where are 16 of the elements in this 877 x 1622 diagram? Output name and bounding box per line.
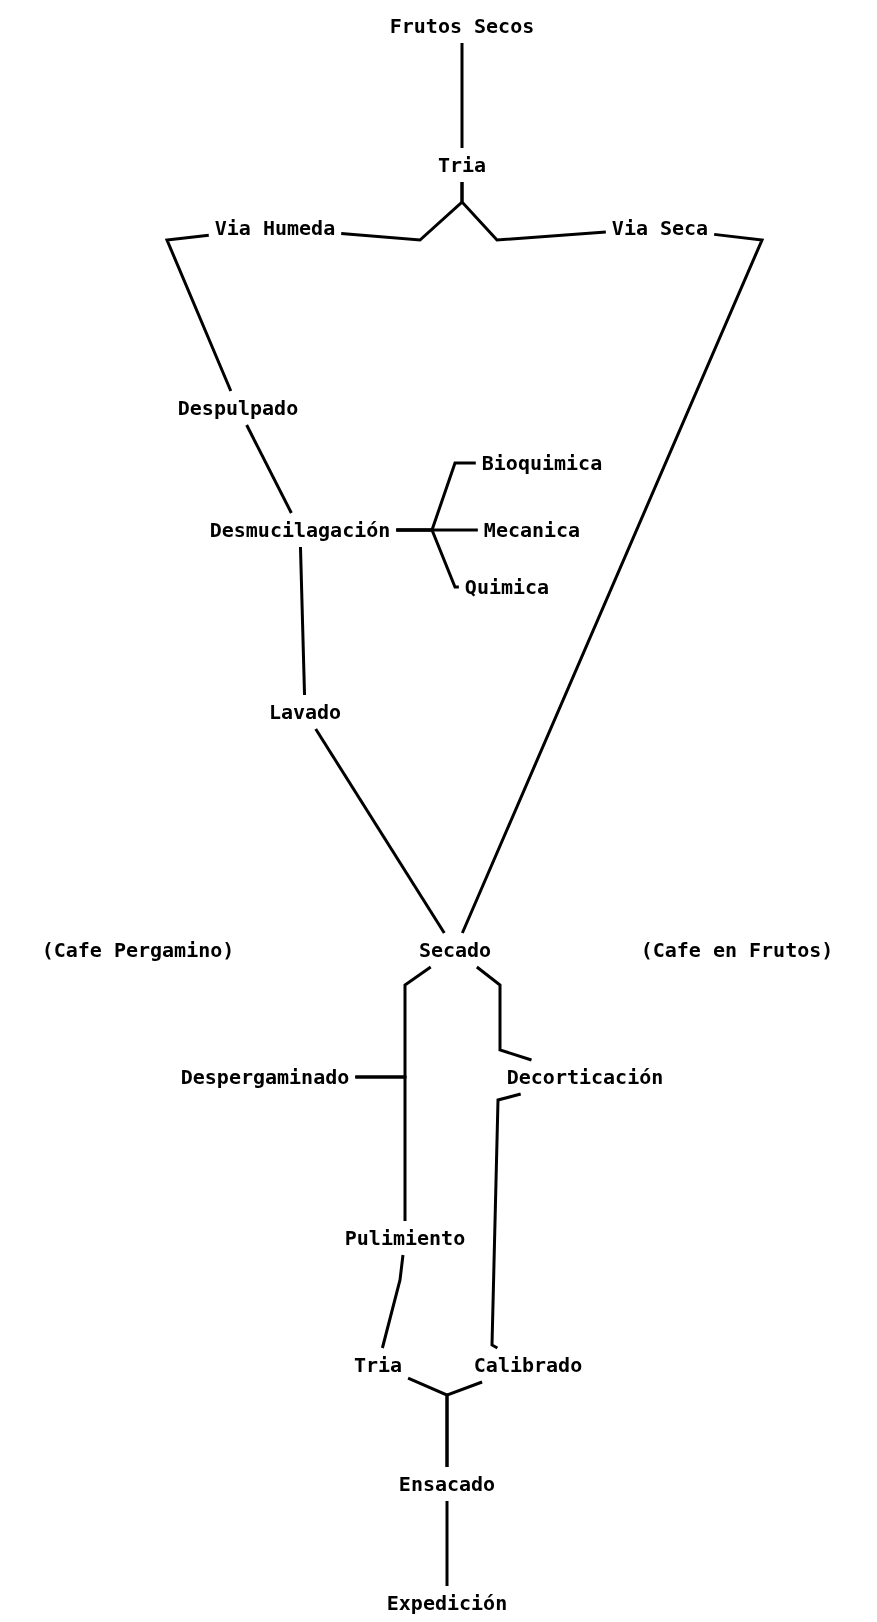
connector-line bbox=[445, 1501, 449, 1586]
connector-line bbox=[445, 1380, 483, 1467]
connector-line bbox=[396, 528, 459, 589]
connector-line bbox=[245, 424, 293, 514]
connector-line bbox=[490, 1092, 522, 1350]
connector-line bbox=[298, 546, 307, 696]
product-note: (Cafe en Frutos) bbox=[640, 937, 834, 964]
connector-line bbox=[460, 182, 606, 242]
connector-line bbox=[164, 233, 233, 392]
connector-line bbox=[380, 1254, 405, 1349]
product-note: (Cafe Pergamino) bbox=[41, 937, 235, 964]
connector-line bbox=[314, 728, 446, 934]
connector-line bbox=[355, 1075, 407, 1221]
connector-line bbox=[460, 232, 765, 934]
connector-line bbox=[475, 965, 532, 1062]
connector-line bbox=[460, 43, 464, 148]
